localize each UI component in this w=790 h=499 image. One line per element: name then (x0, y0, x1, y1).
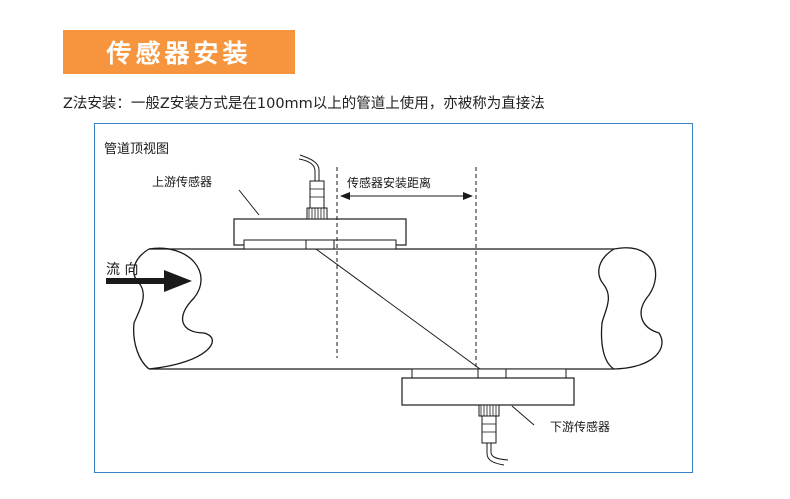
distance-label: 传感器安装距离 (347, 175, 431, 190)
sound-path-line (315, 248, 481, 370)
flow-label: 流 向 (106, 262, 138, 278)
diagram-frame (94, 123, 693, 473)
downstream-sensor-label: 下游传感器 (550, 419, 610, 434)
distance-dimension-arrow (340, 192, 473, 200)
pipe-left-end-outer (133, 248, 150, 370)
section-banner: 传感器安装 (63, 30, 295, 74)
pipe-top-view-diagram: 管道顶视图 流 向 上游传感器 (104, 142, 663, 466)
upstream-leader-line (238, 189, 260, 216)
downstream-leader-line (511, 405, 535, 426)
pipe-left-end (148, 247, 213, 370)
pipe-right-end (613, 247, 663, 370)
diagram-title: 管道顶视图 (104, 142, 169, 157)
downstream-sensor (401, 368, 575, 466)
upstream-sensor-label: 上游传感器 (152, 174, 212, 189)
intro-text: Z法安装：一般Z安装方式是在100mm以上的管道上使用，亦被称为直接法 (63, 96, 545, 112)
flow-arrow-icon (106, 270, 192, 292)
upstream-sensor (233, 154, 407, 250)
section-title: 传感器安装 (106, 39, 252, 68)
pipe-right-end-inner (598, 248, 615, 370)
